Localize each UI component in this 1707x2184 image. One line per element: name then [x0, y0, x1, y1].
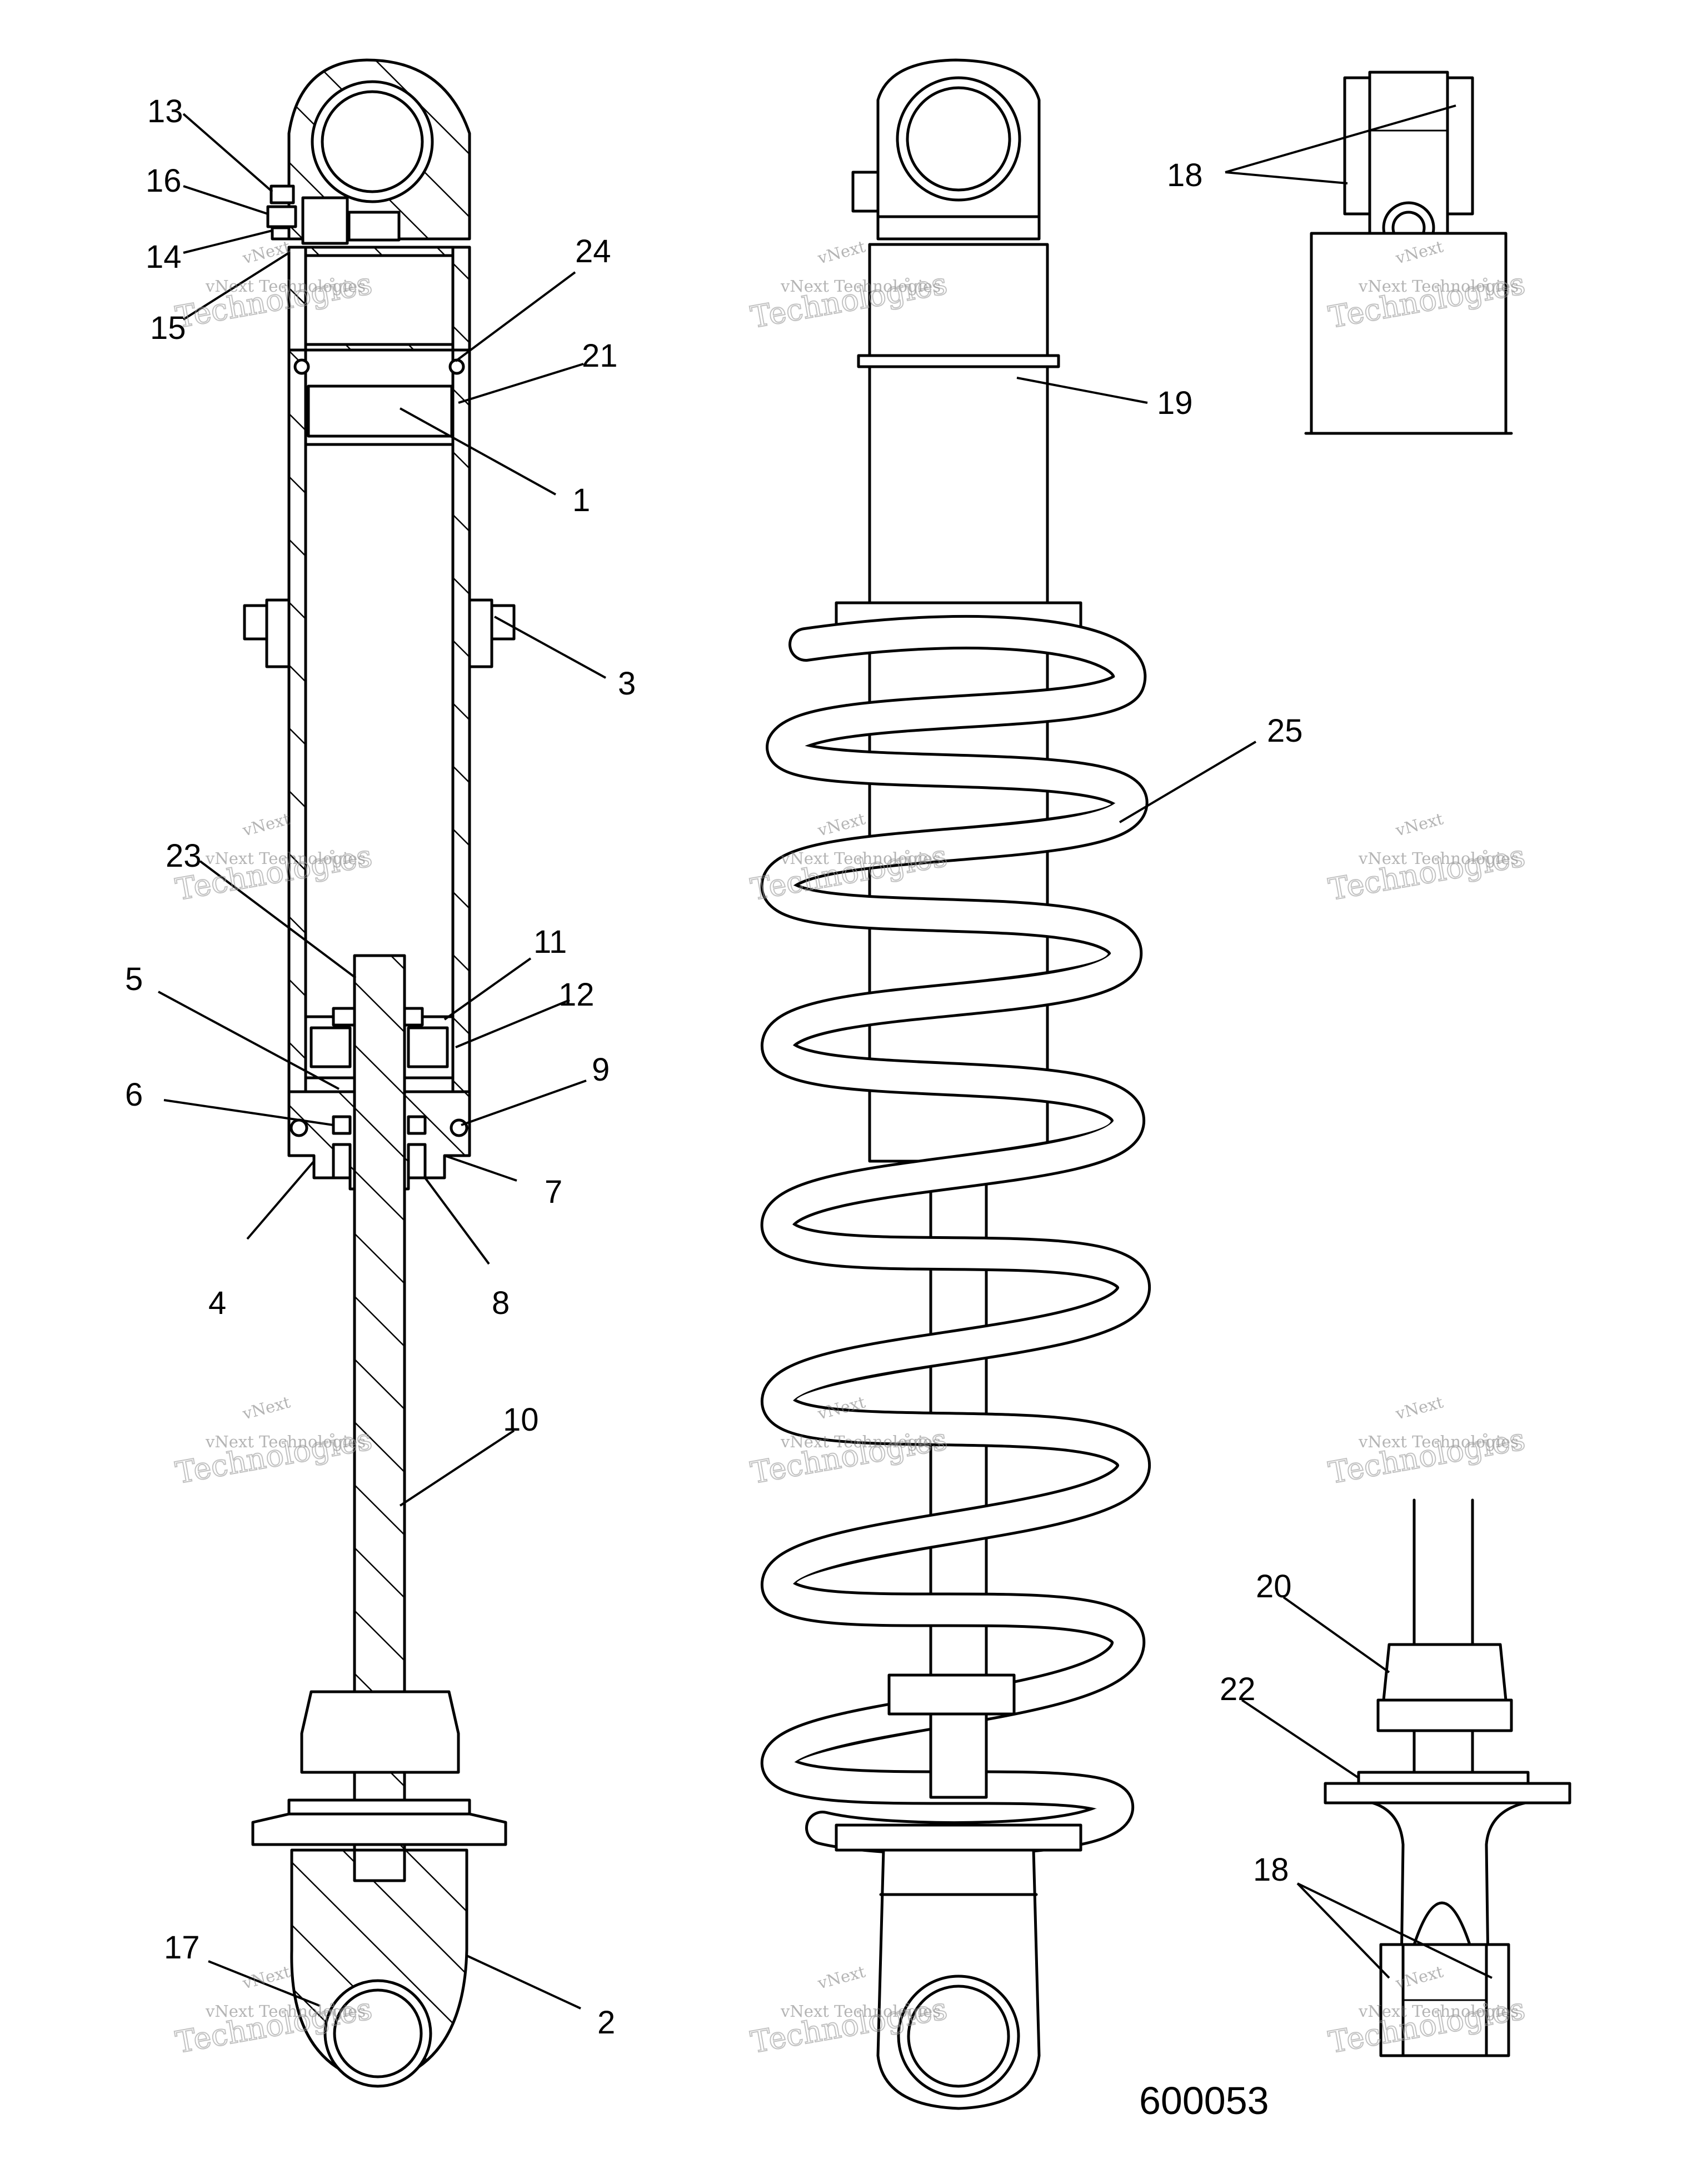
callout-5: 5 — [125, 961, 143, 997]
svg-text:vNext Technologies: vNext Technologies — [205, 2002, 366, 2021]
svg-text:vNext: vNext — [815, 1962, 867, 1993]
callout-14: 14 — [146, 239, 182, 275]
svg-text:vNext Technologies: vNext Technologies — [205, 277, 366, 296]
callout-18-lower: 18 — [1253, 1852, 1289, 1888]
callout-4: 4 — [208, 1285, 226, 1321]
svg-text:vNext Technologies: vNext Technologies — [1358, 2002, 1519, 2021]
callout-13: 13 — [147, 93, 183, 129]
figure-number: 600053 — [1139, 2079, 1269, 2122]
shock-section-view — [243, 58, 516, 2088]
callout-1: 1 — [572, 482, 590, 518]
lower-mount-detail — [1324, 1498, 1571, 2057]
svg-text:vNext Technologies: vNext Technologies — [1358, 277, 1519, 296]
svg-text:vNext: vNext — [1393, 809, 1445, 840]
callout-24: 24 — [575, 233, 611, 269]
svg-text:vNext: vNext — [815, 809, 867, 840]
svg-text:vNext: vNext — [1393, 1392, 1445, 1423]
svg-text:vNext Technologies: vNext Technologies — [780, 1432, 941, 1451]
svg-text:vNext: vNext — [815, 237, 867, 268]
callout-11: 11 — [533, 924, 567, 960]
callout-16: 16 — [146, 163, 182, 199]
svg-text:vNext: vNext — [240, 809, 292, 840]
callout-7: 7 — [545, 1174, 562, 1210]
callout-9: 9 — [592, 1052, 610, 1088]
callout-10: 10 — [503, 1402, 539, 1438]
callout-labels: 13 16 14 15 24 21 1 3 23 11 12 5 9 6 7 4… — [125, 93, 1303, 2041]
callout-8: 8 — [492, 1285, 510, 1321]
callout-2: 2 — [597, 2005, 615, 2041]
callout-18-upper: 18 — [1167, 157, 1203, 193]
svg-text:vNext: vNext — [240, 237, 292, 268]
callout-22: 22 — [1220, 1671, 1256, 1707]
upper-mount-detail — [1304, 71, 1513, 435]
leader-lines — [158, 104, 1493, 2010]
watermark: vNext vNext Technologies Technologies — [1325, 1392, 1528, 1491]
callout-23: 23 — [166, 838, 202, 874]
callout-15: 15 — [150, 310, 186, 346]
callout-12: 12 — [558, 977, 595, 1013]
svg-text:vNext Technologies: vNext Technologies — [780, 849, 941, 868]
svg-text:vNext Technologies: vNext Technologies — [205, 849, 366, 868]
svg-text:vNext: vNext — [240, 1392, 292, 1423]
callout-17: 17 — [164, 1930, 200, 1966]
shock-assembled-view — [760, 58, 1151, 2110]
watermark: vNext vNext Technologies Technologies — [172, 809, 375, 907]
svg-text:vNext Technologies: vNext Technologies — [780, 2002, 941, 2021]
svg-text:vNext Technologies: vNext Technologies — [205, 1432, 366, 1451]
callout-21: 21 — [582, 338, 618, 374]
svg-text:vNext Technologies: vNext Technologies — [1358, 1432, 1519, 1451]
callout-6: 6 — [125, 1077, 143, 1113]
callout-20: 20 — [1256, 1568, 1292, 1605]
callout-3: 3 — [618, 666, 636, 702]
svg-text:vNext: vNext — [240, 1962, 292, 1993]
callout-19: 19 — [1157, 385, 1193, 421]
watermark: vNext vNext Technologies Technologies — [1325, 809, 1528, 907]
svg-text:vNext Technologies: vNext Technologies — [780, 277, 941, 296]
svg-text:vNext Technologies: vNext Technologies — [1358, 849, 1519, 868]
watermark: vNext vNext Technologies Technologies — [172, 1392, 375, 1491]
callout-25: 25 — [1267, 713, 1303, 749]
